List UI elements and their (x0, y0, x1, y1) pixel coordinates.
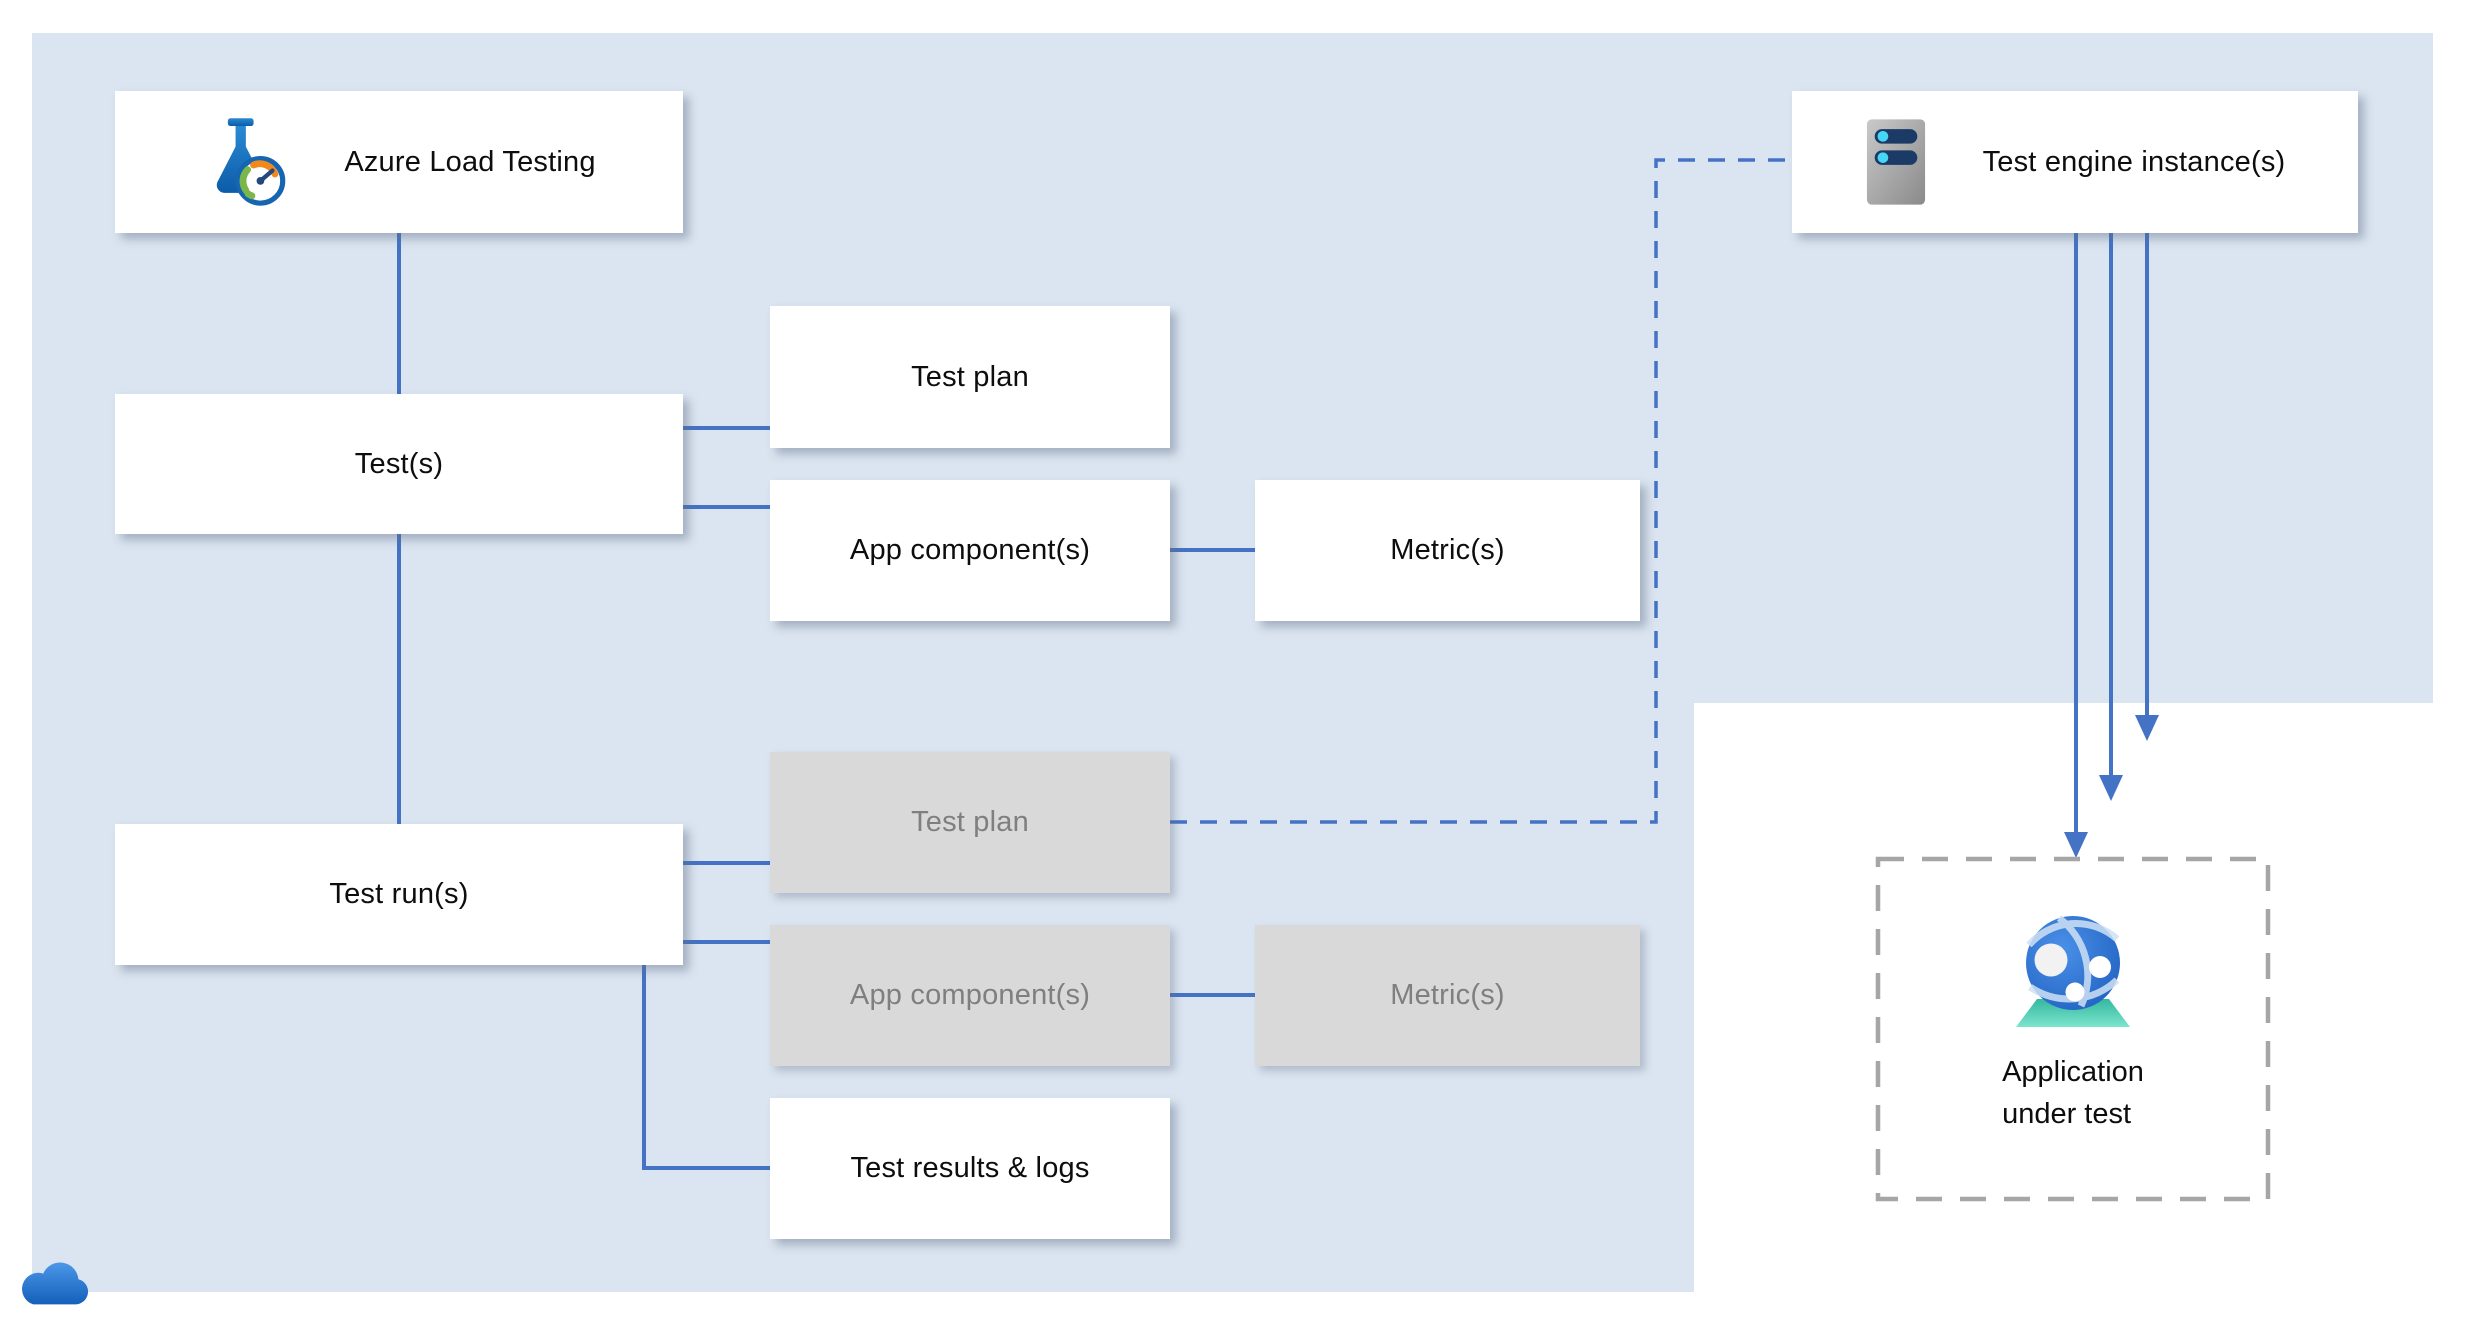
node-test-runs: Test run(s) (115, 824, 683, 965)
connector-runtestplan-testengine-dashed (1170, 158, 1787, 824)
node-tests: Test(s) (115, 394, 683, 534)
application-under-test-dashed-border (1875, 856, 2271, 1202)
arrows-engine-to-application (2064, 233, 2159, 858)
node-label: Application under test (2002, 1051, 2144, 1135)
node-label: Test run(s) (329, 878, 469, 910)
node-label: Test results & logs (850, 1152, 1090, 1184)
node-run-metrics: Metric(s) (1255, 925, 1640, 1066)
node-label: Test plan (911, 806, 1029, 838)
connector-testruns-testresults (642, 965, 770, 1170)
node-azure-load-testing: Azure Load Testing (115, 91, 683, 233)
web-app-globe-icon (2016, 915, 2130, 1027)
node-metrics: Metric(s) (1255, 480, 1640, 621)
node-label: Azure Load Testing (344, 145, 596, 178)
node-label: Metric(s) (1390, 534, 1505, 566)
node-run-app-components: App component(s) (770, 925, 1170, 1066)
node-app-components: App component(s) (770, 480, 1170, 621)
node-label: App component(s) (849, 534, 1091, 566)
node-application-under-test: Application under test (1878, 859, 2268, 1199)
node-label: Test engine instance(s) (1982, 145, 2286, 178)
node-test-engine-instances: Test engine instance(s) (1792, 91, 2358, 233)
server-icon (1866, 119, 1925, 205)
application-label-line2: under test (2002, 1098, 2132, 1131)
node-label: Test plan (911, 360, 1029, 393)
node-test-plan: Test plan (770, 306, 1170, 448)
node-test-results-logs: Test results & logs (770, 1098, 1170, 1239)
node-label: Test(s) (354, 447, 444, 480)
load-testing-flask-gauge-icon (217, 118, 286, 206)
application-label-line1: Application (2002, 1056, 2144, 1088)
azure-cloud-icon (22, 1262, 89, 1305)
node-label: Metric(s) (1390, 979, 1505, 1011)
node-run-test-plan: Test plan (770, 752, 1170, 893)
node-label: App component(s) (849, 979, 1091, 1011)
